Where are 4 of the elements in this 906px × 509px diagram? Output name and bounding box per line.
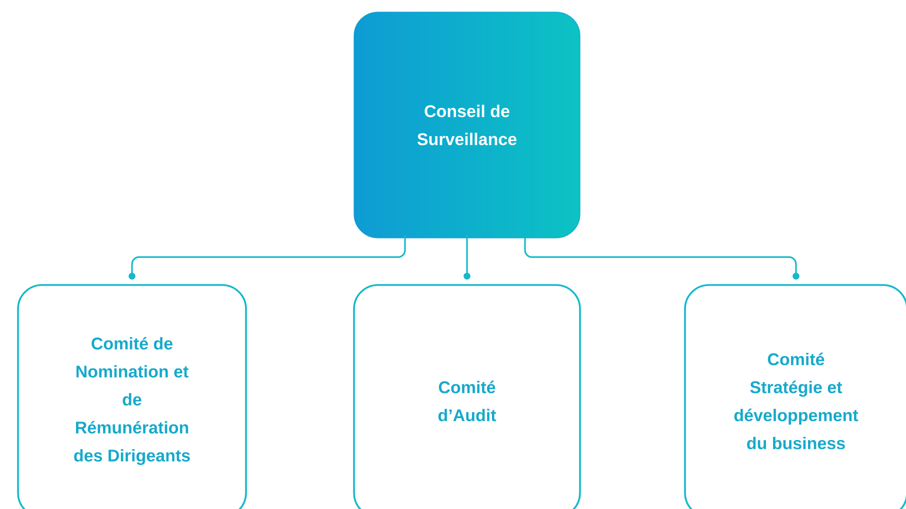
committee-box: Comité de Nomination et de Rémunération des Dirigeants xyxy=(17,284,247,509)
committee-box: Comité Stratégie et développement du business xyxy=(684,284,906,509)
board-box: Conseil de Surveillance xyxy=(354,12,580,238)
committee-box: Comité d’Audit xyxy=(353,284,581,509)
